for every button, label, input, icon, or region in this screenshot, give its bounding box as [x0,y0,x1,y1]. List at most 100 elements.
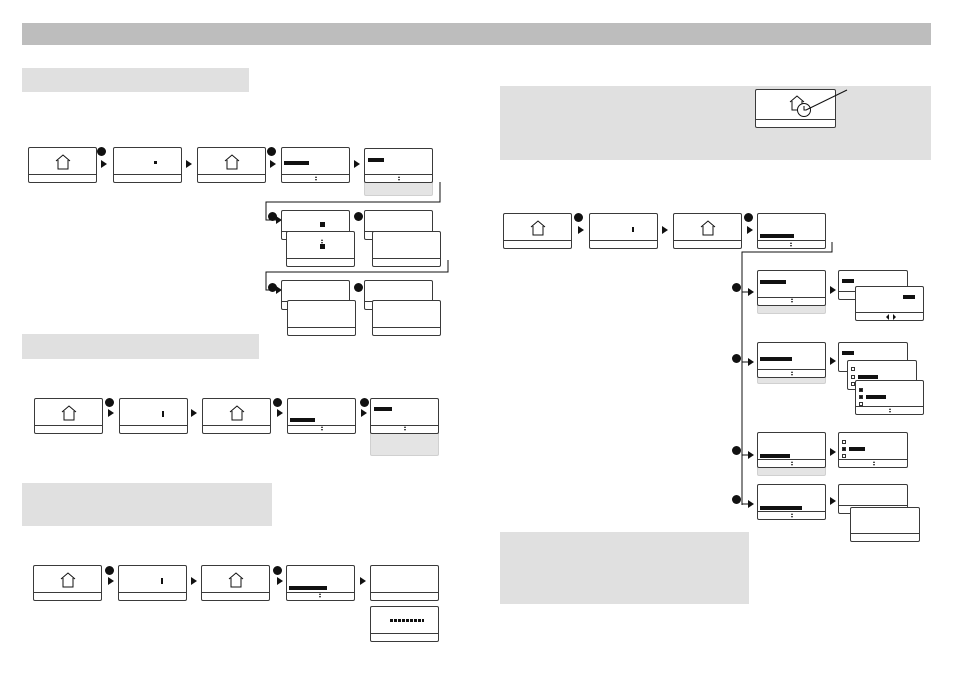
arrow-right-icon [748,451,754,459]
house-icon [224,154,240,170]
s1-display-menu [281,147,350,183]
checkbox-icon [859,402,863,406]
house-icon [229,405,245,421]
house-icon [228,572,244,588]
step-dot-icon [268,212,277,221]
arrow-right-icon [578,226,584,234]
menu-highlight [760,234,794,238]
step-dot-icon [744,213,753,222]
s4-display-menu [757,213,826,249]
arrow-right-icon [830,286,836,294]
house-icon [530,220,546,236]
up-down-arrow-icon [791,513,794,518]
arrow-right-icon [830,448,836,456]
s3-display-home-2 [201,565,270,601]
step-dot-icon [105,566,114,575]
menu-highlight [842,279,854,283]
option-highlight [849,447,865,451]
up-down-arrow-icon [404,426,407,431]
cursor-block [161,578,163,584]
s3-display-submenu [370,565,439,601]
arrow-right-icon [101,160,107,168]
s3-display-progress [370,606,439,642]
s1-display-home [28,147,97,183]
s4b-display-menu [757,342,826,378]
s4-display-value [589,213,658,249]
cursor-block [162,411,164,417]
s1-display-adjust-b [286,231,355,267]
header-bar [22,23,931,45]
arrow-right-icon [748,358,754,366]
arrow-right-icon [277,577,283,585]
arrow-right-icon [361,409,367,417]
s4d-display-menu [757,484,826,520]
s2-display-submenu [370,398,439,434]
up-down-arrow-icon [319,593,322,598]
arrow-right-icon [276,286,282,294]
s4-display-home [503,213,572,249]
checkbox-icon [842,440,846,444]
step-dot-icon [360,398,369,407]
step-dot-icon [268,283,277,292]
clock-icon [797,103,811,117]
checkbox-icon [851,382,855,386]
s2-display-home-2 [202,398,271,434]
arrow-right-icon [191,577,197,585]
left-right-arrow-icon [886,314,896,320]
step-dot-icon [97,147,106,156]
step-dot-icon [732,446,741,455]
up-down-arrow-icon [321,426,324,431]
menu-highlight [760,280,786,284]
s3-display-menu [286,565,355,601]
up-down-arrow-icon [791,461,794,466]
menu-highlight [374,407,392,411]
step-dot-icon [732,283,741,292]
step-dot-icon [267,147,276,156]
section-3-title-panel [22,483,272,526]
s4b-display-sub-c [855,380,924,415]
s2-display-value [119,398,188,434]
menu-highlight [760,357,792,361]
cursor-block [632,227,634,232]
step-dot-icon [105,398,114,407]
device-display-clock [755,89,836,128]
arrow-right-icon [270,160,276,168]
up-down-arrow-icon [790,242,793,247]
house-icon [55,154,71,170]
step-dot-icon [273,398,282,407]
section-1-title-panel [22,68,249,92]
arrow-right-icon [360,577,366,585]
cursor-block [320,222,325,227]
option-highlight [866,395,886,399]
arrow-right-icon [108,577,114,585]
section-2-title-panel [22,334,259,359]
s3-display-home [33,565,102,601]
up-down-arrow-icon [791,298,794,303]
menu-highlight [368,158,384,162]
s4c-display-sub [838,432,908,468]
arrow-right-icon [276,216,282,224]
up-down-arrow-icon [791,371,794,376]
arrow-right-icon [191,409,197,417]
menu-highlight [289,586,327,590]
up-down-arrow-icon [398,176,401,181]
value-highlight [903,295,915,299]
step-dot-icon [732,354,741,363]
cursor-block [154,161,157,164]
up-down-arrow-icon [873,461,876,466]
up-down-arrow-icon [315,176,318,181]
s4c-display-menu [757,432,826,468]
s2-display-menu [287,398,356,434]
s1-display-home-2 [197,147,266,183]
s1-display-adjust-d [372,231,441,267]
arrow-right-icon [108,409,114,417]
up-down-arrow-icon [889,408,892,413]
checkbox-icon [851,367,855,371]
step-dot-icon [732,495,741,504]
arrow-right-icon [277,409,283,417]
step-dot-icon [354,283,363,292]
checkbox-icon [851,375,855,379]
house-icon [60,572,76,588]
arrow-right-icon [748,500,754,508]
menu-highlight [760,506,802,510]
